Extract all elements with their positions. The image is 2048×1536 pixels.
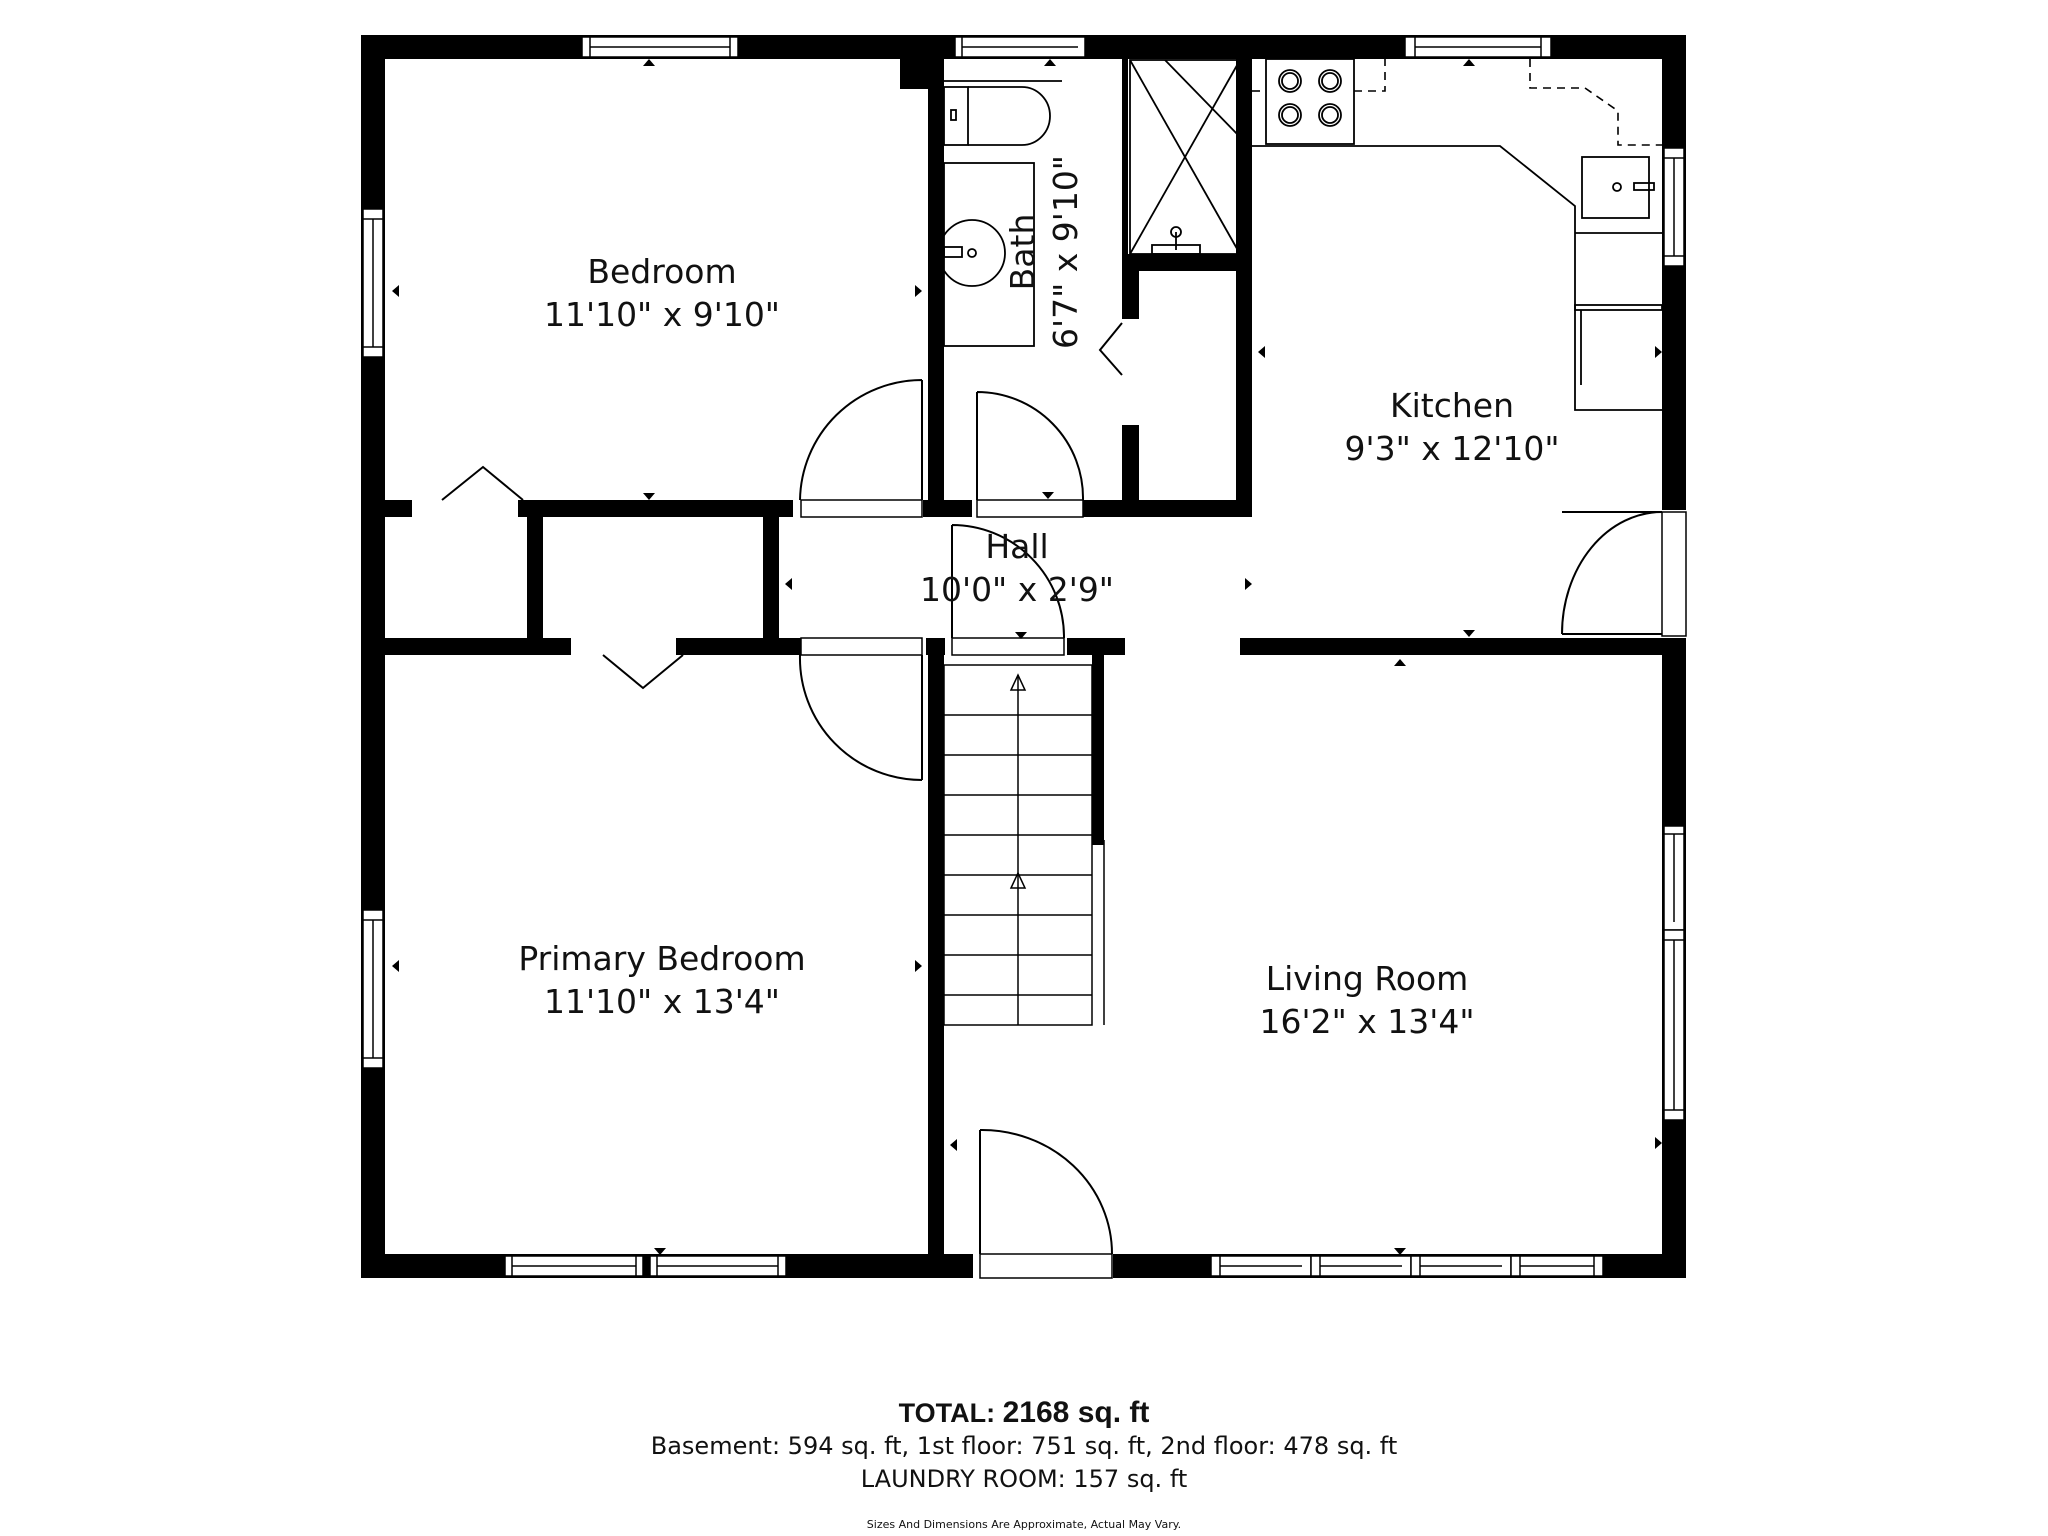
room-label-hall: Hall 10'0" x 2'9"	[920, 525, 1114, 611]
window-icon	[1410, 1255, 1512, 1277]
room-name: Bath	[1003, 213, 1042, 291]
area-summary: TOTAL: 2168 sq. ft Basement: 594 sq. ft,…	[0, 1396, 2048, 1531]
door-swing-icon	[979, 1128, 1113, 1279]
dimension-markers	[392, 59, 1662, 1255]
window-icon	[1663, 147, 1685, 267]
total-label: TOTAL:	[898, 1398, 996, 1428]
floor-breakdown: Basement: 594 sq. ft, 1st floor: 751 sq.…	[650, 1432, 1398, 1460]
room-dimensions: 9'3" x 12'10"	[1344, 429, 1560, 468]
room-label-primary-bedroom: Primary Bedroom 11'10" x 13'4"	[518, 937, 805, 1023]
room-label-living-room: Living Room 16'2" x 13'4"	[1260, 957, 1475, 1043]
wall-openings	[412, 500, 1686, 1278]
closet-door-icon	[1098, 322, 1123, 376]
window-icon	[504, 1255, 644, 1277]
sink-icon	[938, 162, 1035, 347]
door-swing-icon	[1561, 511, 1687, 637]
window-icon	[649, 1255, 787, 1277]
room-name: Living Room	[1265, 959, 1469, 998]
room-dimensions: 6'7" x 9'10"	[1046, 155, 1085, 349]
room-name: Hall	[985, 527, 1049, 566]
room-label-bedroom: Bedroom 11'10" x 9'10"	[544, 250, 780, 336]
door-swing-icon	[976, 391, 1085, 518]
window-icon	[1210, 1255, 1312, 1277]
kitchen-sink-icon	[1581, 156, 1655, 219]
room-label-kitchen: Kitchen 9'3" x 12'10"	[1345, 384, 1560, 470]
room-dimensions: 11'10" x 9'10"	[544, 295, 780, 334]
toilet-icon	[943, 86, 1051, 146]
room-label-bath: Bath 6'7" x 9'10"	[1001, 155, 1087, 349]
window-icon	[1663, 825, 1685, 931]
window-icon	[362, 208, 384, 358]
door-swing-icon	[799, 379, 923, 518]
room-dimensions: 11'10" x 13'4"	[544, 982, 780, 1021]
door-swing-icon	[798, 637, 923, 781]
door-swing-icon	[951, 524, 1066, 656]
stove-icon	[1265, 58, 1355, 145]
laundry-area: LAUNDRY ROOM: 157 sq. ft	[860, 1465, 1188, 1493]
window-icon	[954, 36, 1086, 58]
room-dimensions: 16'2" x 13'4"	[1259, 1002, 1475, 1041]
window-icon	[581, 36, 739, 58]
room-name: Bedroom	[587, 252, 737, 291]
doors	[441, 322, 1687, 1279]
window-icon	[362, 909, 384, 1069]
closet-door-icon	[441, 465, 524, 501]
total-value: 2168 sq. ft	[1002, 1396, 1150, 1429]
room-name: Kitchen	[1389, 386, 1515, 425]
window-icon	[1510, 1255, 1604, 1277]
window-icon	[1404, 36, 1552, 58]
closet-door-icon	[602, 654, 684, 690]
window-icon	[1663, 929, 1685, 1121]
stairs-icon	[943, 664, 1105, 1026]
disclaimer: Sizes And Dimensions Are Approximate, Ac…	[866, 1518, 1182, 1531]
room-dimensions: 10'0" x 2'9"	[920, 570, 1114, 609]
shower-icon	[1129, 59, 1241, 255]
room-name: Primary Bedroom	[518, 939, 806, 978]
fixtures	[938, 58, 1663, 1026]
window-icon	[1310, 1255, 1412, 1277]
total-area: TOTAL: 2168 sq. ft	[0, 1396, 2048, 1430]
windows	[362, 36, 1685, 1277]
